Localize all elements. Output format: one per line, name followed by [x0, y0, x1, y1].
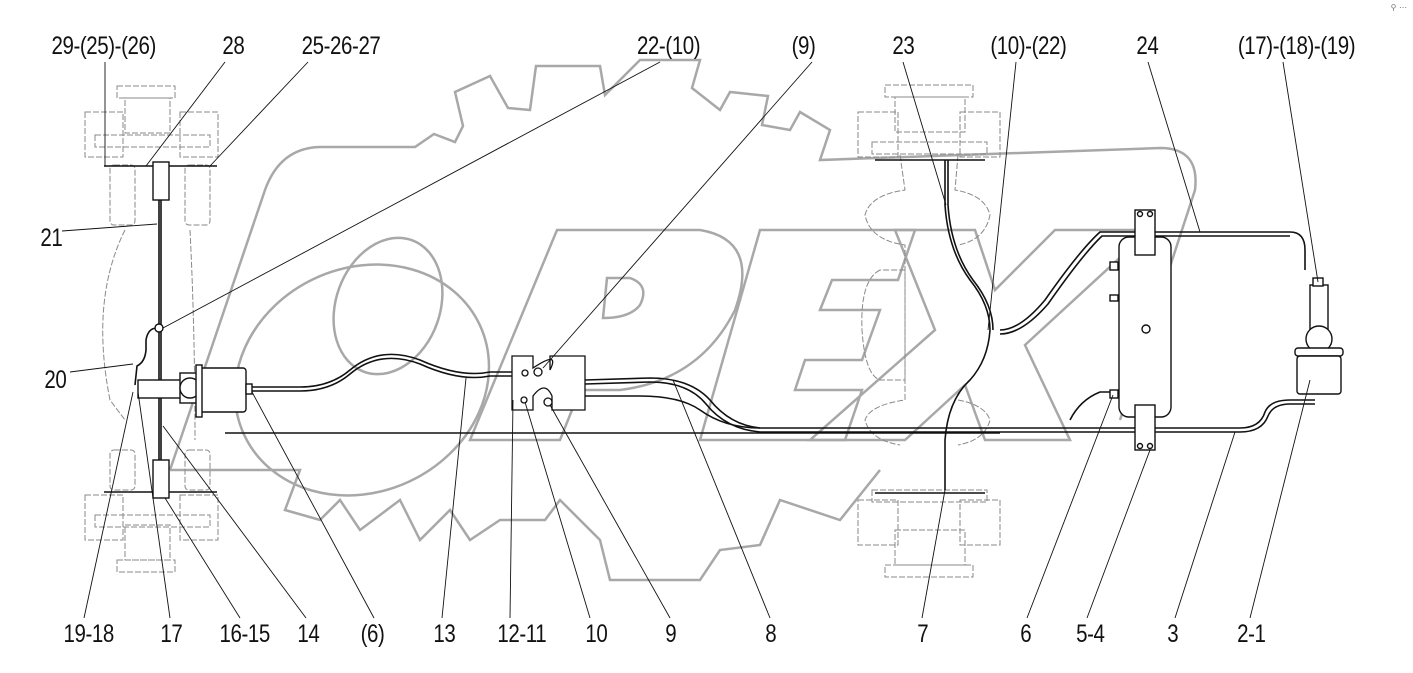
- bottom-label: 16-15: [219, 620, 271, 648]
- front-brake-booster: [137, 161, 253, 499]
- bottom-label: 8: [765, 620, 777, 648]
- rear-brake-booster: [1294, 277, 1344, 395]
- leader-lines: [61, 61, 1319, 619]
- air-tank: [1109, 209, 1172, 451]
- bottom-label: 7: [917, 620, 929, 648]
- bottom-label: 19-18: [63, 620, 115, 648]
- bottom-label: 13: [433, 620, 456, 648]
- bottom-label: 14: [297, 620, 320, 648]
- brake-pipes: [104, 159, 1315, 494]
- top-label: (17)-(18)-(19): [1237, 32, 1356, 60]
- corner-toolbar[interactable]: ⚲ ⋯: [1391, 3, 1407, 12]
- top-label: 28: [222, 32, 245, 60]
- top-label: 24: [1136, 32, 1159, 60]
- top-label: (9): [791, 32, 816, 60]
- top-label: (10)-(22): [990, 32, 1067, 60]
- bottom-label: 9: [665, 620, 677, 648]
- bottom-label: 17: [160, 620, 183, 648]
- more-icon[interactable]: ⋯: [1399, 3, 1407, 12]
- bottom-label: 3: [1167, 620, 1179, 648]
- bottom-label: (6): [360, 620, 385, 648]
- side-label: 21: [40, 224, 63, 252]
- top-label: 25-26-27: [301, 32, 381, 60]
- front-axle-outline: [84, 85, 219, 573]
- top-label: 22-(10): [636, 32, 701, 60]
- bottom-label: 12-11: [497, 620, 547, 648]
- bottom-label: 10: [585, 620, 608, 648]
- bottom-label: 6: [1020, 620, 1032, 648]
- top-label: 29-(25)-(26): [51, 32, 156, 60]
- zoom-icon[interactable]: ⚲: [1390, 3, 1397, 12]
- bottom-label: 2-1: [1237, 620, 1266, 648]
- brake-valve-assembly: [511, 355, 586, 411]
- opex-watermark: [168, 58, 1197, 582]
- top-label: 23: [892, 32, 915, 60]
- side-label: 20: [44, 366, 67, 394]
- bottom-label: 5-4: [1076, 620, 1105, 648]
